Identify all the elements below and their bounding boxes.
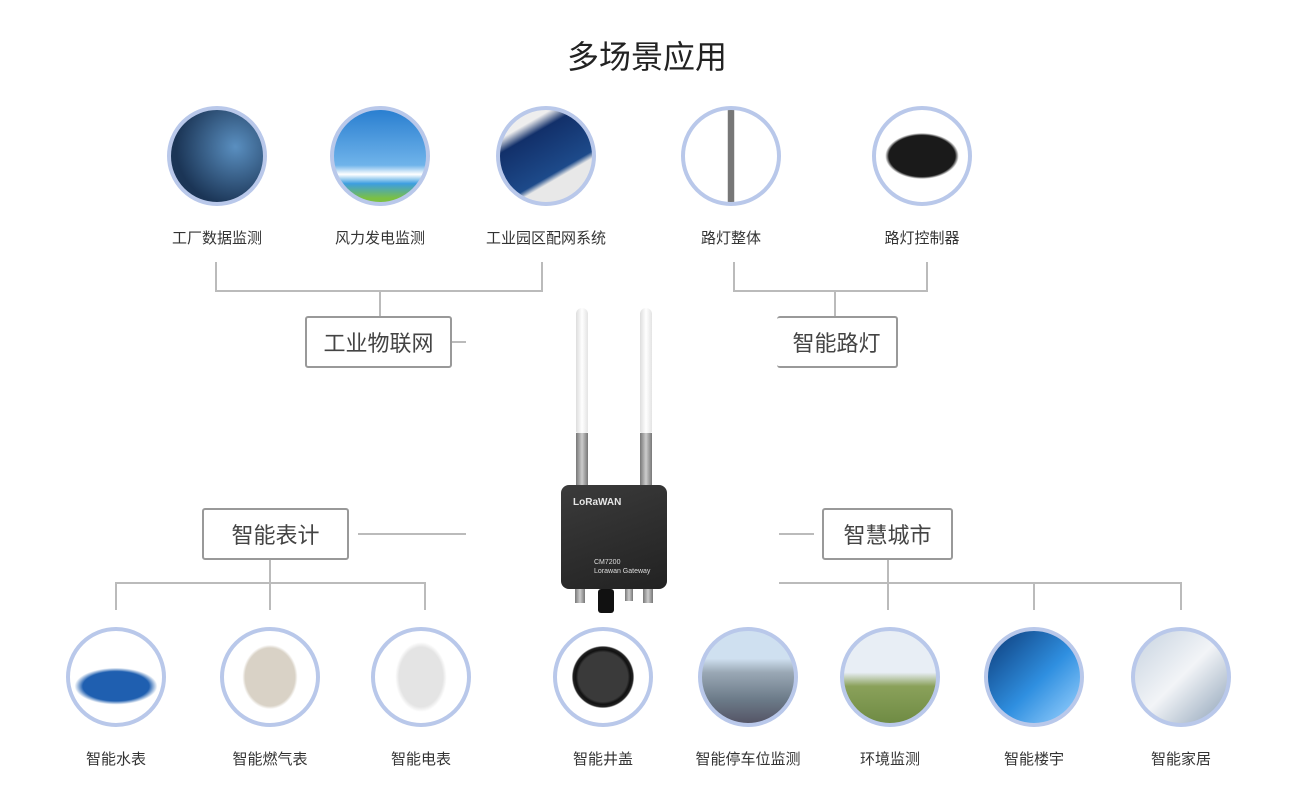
connector-line xyxy=(834,290,836,316)
parking-image xyxy=(698,627,798,727)
connector-line xyxy=(733,290,928,292)
label-wind-power: 风力发电监测 xyxy=(334,229,425,247)
connector-line xyxy=(1033,582,1035,610)
connector-line xyxy=(379,290,381,316)
label-smart-home: 智能家居 xyxy=(1150,750,1211,768)
electric-meter-image xyxy=(371,627,471,727)
label-gas-meter: 智能燃气表 xyxy=(232,750,308,768)
antenna-right xyxy=(640,308,652,433)
label-park-grid: 工业园区配网系统 xyxy=(485,229,606,247)
label-streetlight-controller: 路灯控制器 xyxy=(884,229,960,247)
power-connector xyxy=(598,589,614,613)
connector-line xyxy=(215,262,217,292)
antenna-connector xyxy=(576,433,588,485)
connector-line xyxy=(269,582,271,610)
label-streetlight: 路灯整体 xyxy=(700,229,761,247)
connector-line xyxy=(733,262,735,292)
gas-meter-image xyxy=(220,627,320,727)
device-name: Lorawan Gateway xyxy=(594,568,651,575)
lorawan-gateway-device: LoRaWAN CM7200 Lorawan Gateway xyxy=(561,485,667,589)
group-smart-streetlight: 智能路灯 xyxy=(777,316,898,368)
connector-line xyxy=(779,533,814,535)
connector-line xyxy=(452,341,466,343)
label-electric-meter: 智能电表 xyxy=(390,750,451,768)
label-factory-data: 工厂数据监测 xyxy=(171,229,262,247)
group-smart-city: 智慧城市 xyxy=(822,508,953,560)
device-model: CM7200 xyxy=(594,559,621,566)
label-smart-building: 智能楼宇 xyxy=(1003,750,1064,768)
smart-home-image xyxy=(1131,627,1231,727)
page-title: 多场景应用 xyxy=(566,38,727,76)
manhole-cover-image xyxy=(553,627,653,727)
connector-line xyxy=(1180,582,1182,610)
wind-power-image xyxy=(330,106,430,206)
connector-line xyxy=(424,582,426,610)
factory-data-image xyxy=(167,106,267,206)
environment-image xyxy=(840,627,940,727)
connector-line xyxy=(269,560,271,584)
label-water-meter: 智能水表 xyxy=(85,750,146,768)
connector-line xyxy=(779,582,1182,584)
label-parking: 智能停车位监测 xyxy=(695,750,801,768)
group-smart-meter: 智能表计 xyxy=(202,508,349,560)
label-environment: 环境监测 xyxy=(859,750,920,768)
smart-building-image xyxy=(984,627,1084,727)
label-manhole-cover: 智能井盖 xyxy=(572,750,633,768)
port-connector xyxy=(643,589,653,603)
port-connector xyxy=(625,589,633,601)
antenna-connector xyxy=(640,433,652,485)
connector-line xyxy=(541,262,543,292)
connector-line xyxy=(358,533,466,535)
antenna-left xyxy=(576,308,588,433)
connector-line xyxy=(115,582,117,610)
streetlight-image xyxy=(681,106,781,206)
streetlight-controller-image xyxy=(872,106,972,206)
connector-line xyxy=(887,582,889,610)
port-connector xyxy=(575,589,585,603)
park-grid-image xyxy=(496,106,596,206)
connector-line xyxy=(887,560,889,584)
lorawan-logo: LoRaWAN xyxy=(573,497,622,508)
water-meter-image xyxy=(66,627,166,727)
group-industrial-iot: 工业物联网 xyxy=(305,316,452,368)
connector-line xyxy=(926,262,928,292)
